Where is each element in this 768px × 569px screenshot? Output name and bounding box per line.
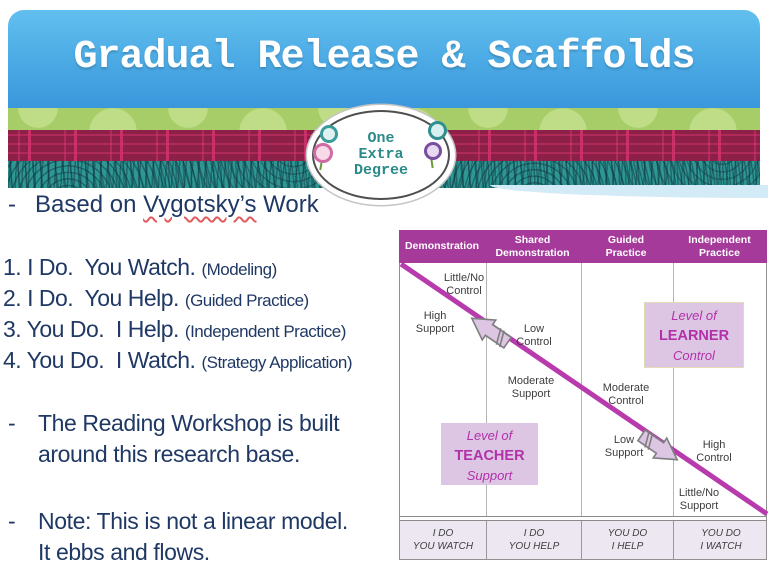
gradual-release-diagram: Demonstration Shared Demonstration Guide… <box>399 230 768 560</box>
label-moderate-control: Moderate Control <box>602 381 650 407</box>
diagram-body: Little/No Control High Support Low Contr… <box>399 263 768 516</box>
list-item: 1. I Do. You Watch. (Modeling) <box>3 252 352 283</box>
note-text: The Reading Workshop is built around thi… <box>38 410 340 467</box>
note-text: Note: This is not a linear model. It ebb… <box>38 508 348 565</box>
step-annotation: (Independent Practice) <box>184 322 347 341</box>
teacher-box-line2: TEACHER <box>454 448 525 464</box>
list-item: 2. I Do. You Help. (Guided Practice) <box>3 283 352 314</box>
flower-icon <box>428 121 447 140</box>
gradual-release-steps: 1. I Do. You Watch. (Modeling) 2. I Do. Y… <box>3 252 353 376</box>
column-divider <box>486 263 487 516</box>
badge-label: One Extra Degree <box>353 130 408 179</box>
learner-control-box: Level of LEARNER Control <box>644 302 744 368</box>
column-header-guided-practice: Guided Practice <box>605 233 647 259</box>
label-little-no-control: Little/No Control <box>443 271 485 297</box>
blue-title-band: Gradual Release & Scaffolds <box>8 10 760 108</box>
step-annotation: (Guided Practice) <box>184 291 309 310</box>
footer-cell-i-do-you-help: I DO YOU HELP <box>486 521 581 559</box>
blue-wave-decoration <box>490 185 768 198</box>
double-line-separator <box>399 516 767 521</box>
column-header-demonstration: Demonstration <box>404 240 480 253</box>
intro-text: Based on Vygotsky’s Work <box>35 191 319 219</box>
teacher-box-line3: Support <box>466 468 513 483</box>
bullet-dash: - <box>8 410 16 436</box>
diagonal-line <box>400 263 768 516</box>
flower-icon <box>424 142 442 160</box>
label-low-support: Low Support <box>604 433 644 459</box>
list-item: 4. You Do. I Watch. (Strategy Application… <box>3 345 353 376</box>
label-high-support: High Support <box>415 309 455 335</box>
teacher-support-box: Level of TEACHER Support <box>441 423 538 485</box>
step-text: 4. You Do. I Watch. <box>3 347 196 373</box>
page-title: Gradual Release & Scaffolds <box>73 35 695 80</box>
diagram-header-row: Demonstration Shared Demonstration Guide… <box>399 230 767 263</box>
learner-box-line3: Control <box>673 348 715 363</box>
step-annotation: (Modeling) <box>201 260 277 279</box>
column-header-independent-practice: Independent Practice <box>688 233 751 259</box>
bullet-dash: - <box>8 508 16 534</box>
arrow-down-right-icon <box>636 428 679 461</box>
note-bullet: - Note: This is not a linear model. It e… <box>8 506 348 568</box>
spellcheck-underlined-word: Vygotsky’s <box>143 191 257 218</box>
label-moderate-support: Moderate Support <box>507 374 555 400</box>
bullet-dash: - <box>8 191 16 218</box>
learner-box-line1: Level of <box>671 308 717 323</box>
step-text: 3. You Do. I Help. <box>3 316 179 342</box>
column-divider <box>673 263 674 516</box>
list-item: 3. You Do. I Help. (Independent Practice) <box>3 314 352 345</box>
footer-cell-i-do-you-watch: I DO YOU WATCH <box>412 527 474 553</box>
label-low-control: Low Control <box>516 322 552 348</box>
teacher-box-line1: Level of <box>466 428 513 443</box>
learner-box-line2: LEARNER <box>658 328 730 344</box>
column-header-shared-demonstration: Shared Demonstration <box>495 233 570 259</box>
footer-cell-you-do-i-help: YOU DO I HELP <box>581 521 673 559</box>
step-text: 1. I Do. You Watch. <box>3 254 196 280</box>
footer-cell-you-do-i-watch: YOU DO I WATCH <box>673 521 768 559</box>
label-little-no-support: Little/No Support <box>678 486 720 512</box>
step-text: 2. I Do. You Help. <box>3 285 179 311</box>
diagonal-release-graphic <box>400 263 768 516</box>
arrow-up-left-icon <box>470 317 513 350</box>
diagram-footer-row: I DO YOU WATCH I DO YOU HELP YOU DO I HE… <box>399 521 767 560</box>
label-high-control: High Control <box>696 438 732 464</box>
intro-text-post: Work <box>256 191 319 218</box>
note-bullet: - The Reading Workshop is built around t… <box>8 408 340 470</box>
flower-icon <box>313 143 333 163</box>
flower-icon <box>320 125 338 143</box>
intro-text-pre: Based on <box>35 191 144 218</box>
intro-bullet: - Based on Vygotsky’s Work <box>8 191 319 219</box>
step-annotation: (Strategy Application) <box>201 353 353 372</box>
